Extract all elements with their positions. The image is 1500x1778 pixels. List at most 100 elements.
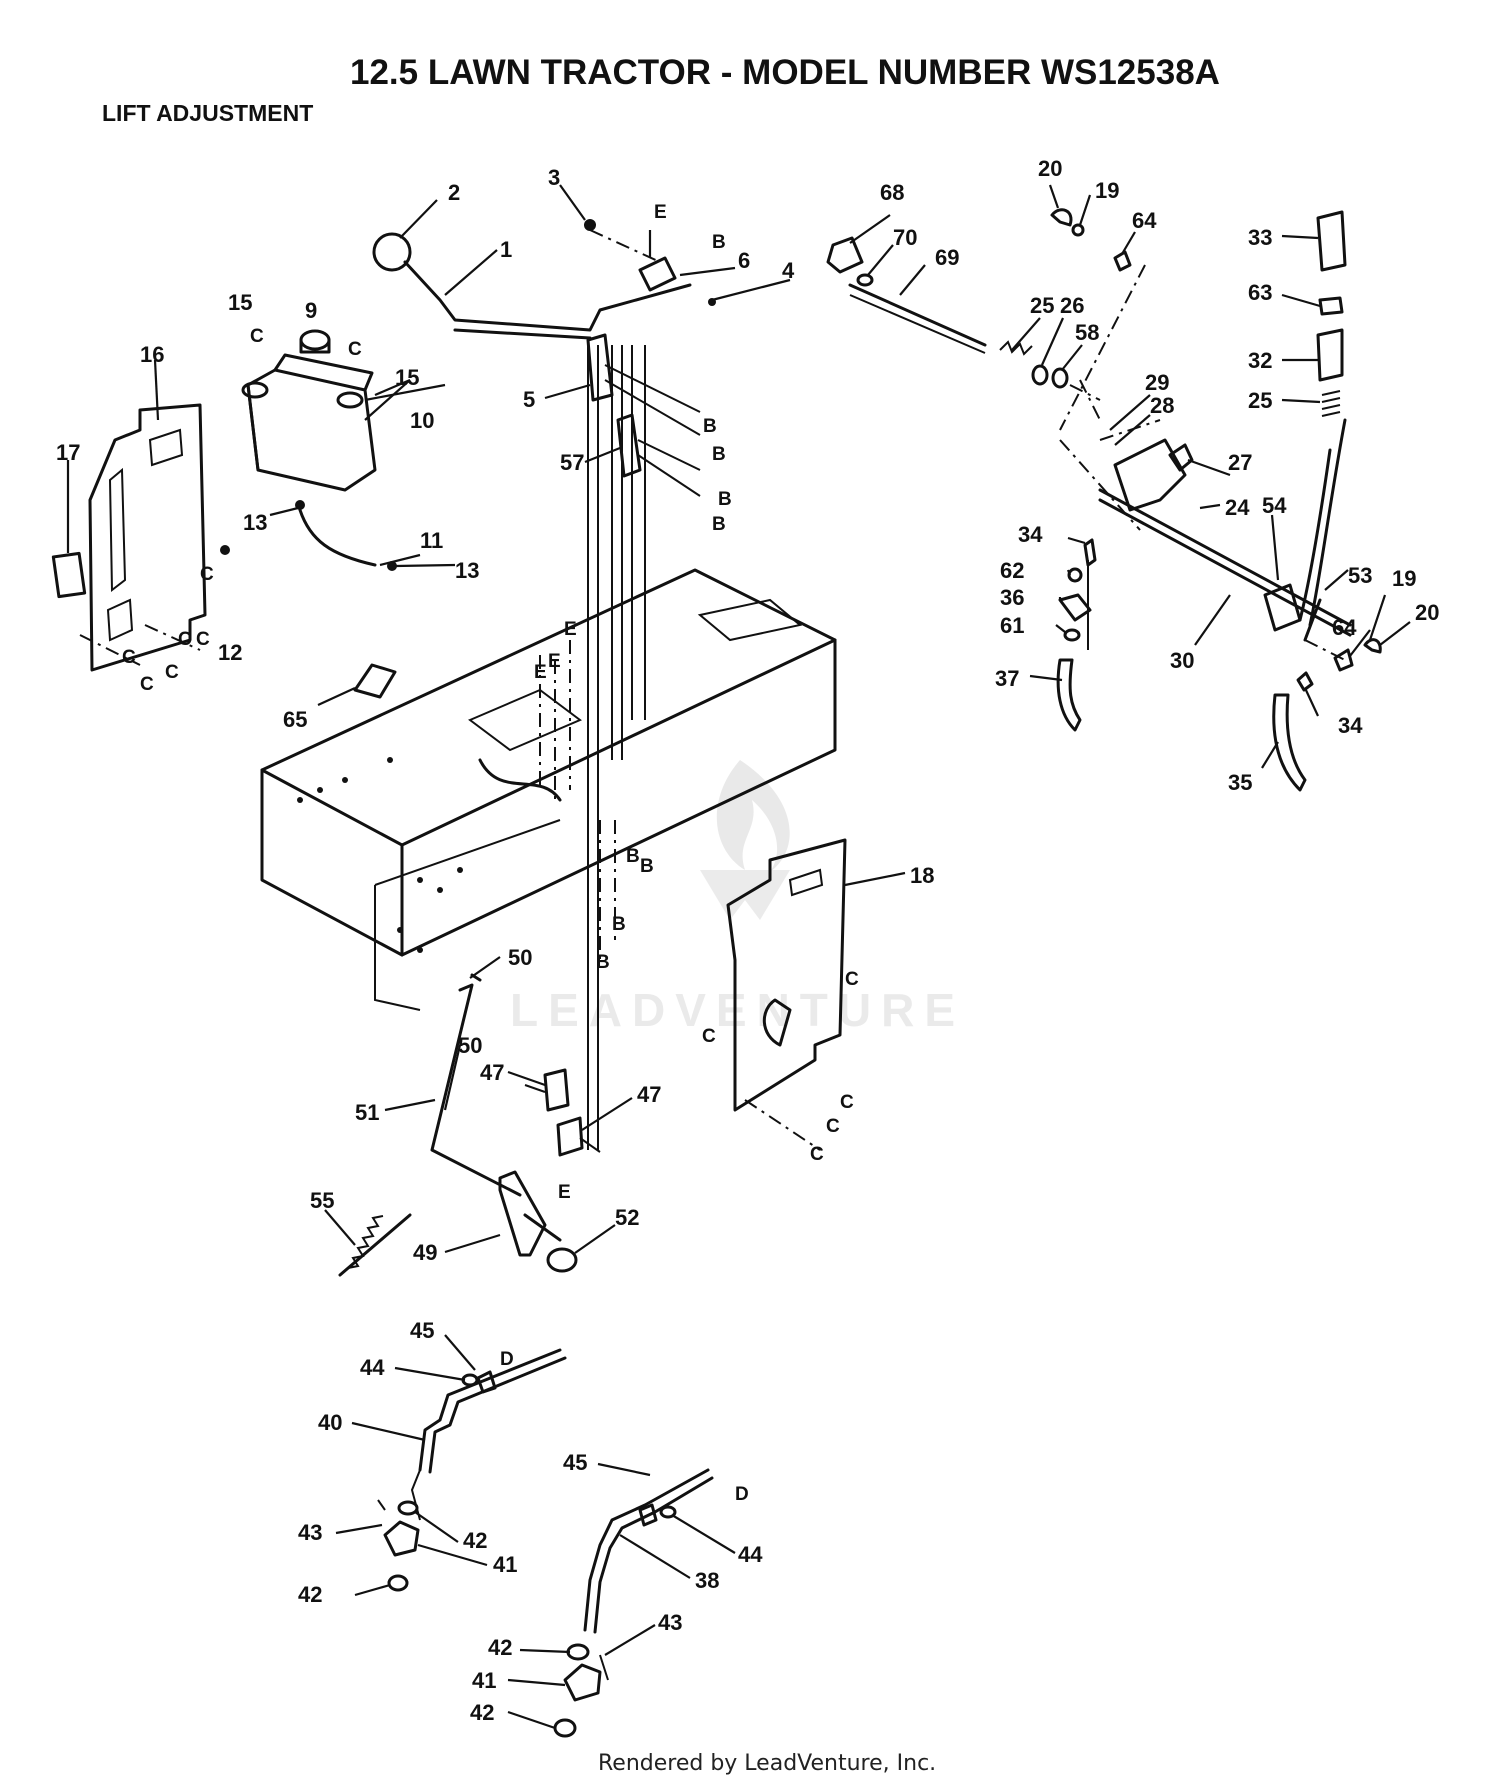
- ref-letter: B: [596, 952, 610, 973]
- part-drawing: [51, 208, 1382, 1738]
- ball-joint-41a: [383, 1520, 420, 1557]
- spring-25b: [1321, 390, 1341, 417]
- ref-letter: D: [500, 1349, 514, 1370]
- ref-letter: B: [718, 489, 732, 510]
- section-title: LIFT ADJUSTMENT: [102, 100, 313, 126]
- callout-label: 43: [658, 1610, 682, 1635]
- ref-letter: B: [626, 846, 640, 867]
- adjust-rod-69: [848, 283, 987, 347]
- callout-label: 20: [1415, 600, 1439, 625]
- reference-letters: E B C C B B B B C C C C C E E E B B B B …: [122, 202, 859, 1505]
- ref-letter: C: [140, 674, 154, 695]
- callout-label: 47: [637, 1082, 661, 1107]
- lift-arm-49: [498, 1170, 547, 1257]
- callout-label: 49: [413, 1240, 437, 1265]
- lift-link-51: [430, 983, 522, 1197]
- right-side-panel: [726, 838, 847, 1112]
- axle-link-38: [583, 1468, 710, 1632]
- callout-label: 28: [1150, 393, 1174, 418]
- ref-letter: B: [712, 444, 726, 465]
- callout-label: 19: [1095, 178, 1119, 203]
- axle-link-40: [418, 1348, 562, 1472]
- callout-label: 42: [488, 1635, 512, 1660]
- spring-25a: [999, 340, 1033, 356]
- plate-57: [616, 413, 642, 478]
- callout-label: 40: [318, 1410, 342, 1435]
- callout-label: 57: [560, 450, 584, 475]
- ref-letter: B: [612, 914, 626, 935]
- callout-label: 17: [56, 440, 80, 465]
- clip-20a: [1050, 208, 1073, 227]
- callout-label: 45: [410, 1318, 434, 1343]
- decal-17: [51, 551, 87, 599]
- ref-letter: B: [640, 856, 654, 877]
- nut-58: [1051, 367, 1069, 389]
- ref-letter: C: [200, 564, 214, 585]
- lift-block-47a: [543, 1068, 570, 1112]
- callout-label: 50: [508, 945, 532, 970]
- callout-label: 29: [1145, 370, 1169, 395]
- callout-label: 47: [480, 1060, 504, 1085]
- callout-label: 27: [1228, 450, 1252, 475]
- ref-letter: C: [826, 1116, 840, 1137]
- callout-label: 18: [910, 863, 934, 888]
- callout-label: 32: [1248, 348, 1272, 373]
- fuel-cap: [299, 329, 331, 351]
- callout-label: 26: [1060, 293, 1084, 318]
- callout-label: 61: [1000, 613, 1024, 638]
- washer-15a: [241, 381, 269, 399]
- link-37: [1056, 658, 1082, 732]
- callout-label: 45: [563, 1450, 587, 1475]
- callout-label: 2: [448, 180, 460, 205]
- callout-label: 43: [298, 1520, 322, 1545]
- washer-15b: [336, 391, 364, 409]
- ref-letter: C: [178, 629, 192, 650]
- callout-label: 44: [738, 1542, 763, 1567]
- callout-label: 55: [310, 1188, 334, 1213]
- ref-letter: C: [122, 647, 136, 668]
- ref-letter: C: [196, 629, 210, 650]
- bracket-65: [353, 663, 397, 699]
- plate-5: [586, 333, 614, 402]
- ref-letter: E: [654, 202, 667, 223]
- callout-label: 13: [455, 558, 479, 583]
- callout-label: 16: [140, 342, 164, 367]
- shaft-bracket: [1113, 438, 1187, 512]
- callout-label: 51: [355, 1100, 379, 1125]
- callout-label: 30: [1170, 648, 1194, 673]
- ref-letter: E: [548, 651, 561, 672]
- cap-63: [1318, 296, 1344, 316]
- pivot-36: [1058, 593, 1092, 622]
- page-title: 12.5 LAWN TRACTOR - MODEL NUMBER WS12538…: [350, 53, 1220, 92]
- callout-label: 68: [880, 180, 904, 205]
- callout-label: 5: [523, 387, 535, 412]
- leader-lines: [66, 184, 1411, 1730]
- callout-label: 42: [298, 1582, 322, 1607]
- ref-letter: E: [534, 662, 547, 683]
- callout-label: 54: [1262, 493, 1287, 518]
- ref-letter: B: [703, 416, 717, 437]
- ref-letter: E: [558, 1182, 571, 1203]
- arm-plate: [1263, 583, 1302, 632]
- lift-knob: [372, 232, 412, 272]
- callout-label: 3: [548, 165, 560, 190]
- handle-33: [1316, 210, 1347, 272]
- watermark-text: LEADVENTURE: [510, 984, 965, 1036]
- callout-label: 62: [1000, 558, 1024, 583]
- callouts: 2 3 1 6 4 68 70 69 20 19 64 33 63 32 25 …: [56, 156, 1439, 1725]
- callout-label: 38: [695, 1568, 719, 1593]
- callout-label: 69: [935, 245, 959, 270]
- ref-letter: C: [702, 1026, 716, 1047]
- ref-letter: C: [348, 339, 362, 360]
- callout-label: 6: [738, 248, 750, 273]
- callout-label: 9: [305, 298, 317, 323]
- left-side-panel: [88, 403, 207, 672]
- nut-27: [1168, 443, 1194, 472]
- callout-label: 1: [500, 237, 512, 262]
- callout-label: 65: [283, 707, 307, 732]
- flame-logo-icon: [716, 760, 790, 872]
- ref-letter: D: [735, 1484, 749, 1505]
- lever-bracket: [638, 256, 677, 292]
- footer-credit: Rendered by LeadVenture, Inc.: [598, 1751, 936, 1776]
